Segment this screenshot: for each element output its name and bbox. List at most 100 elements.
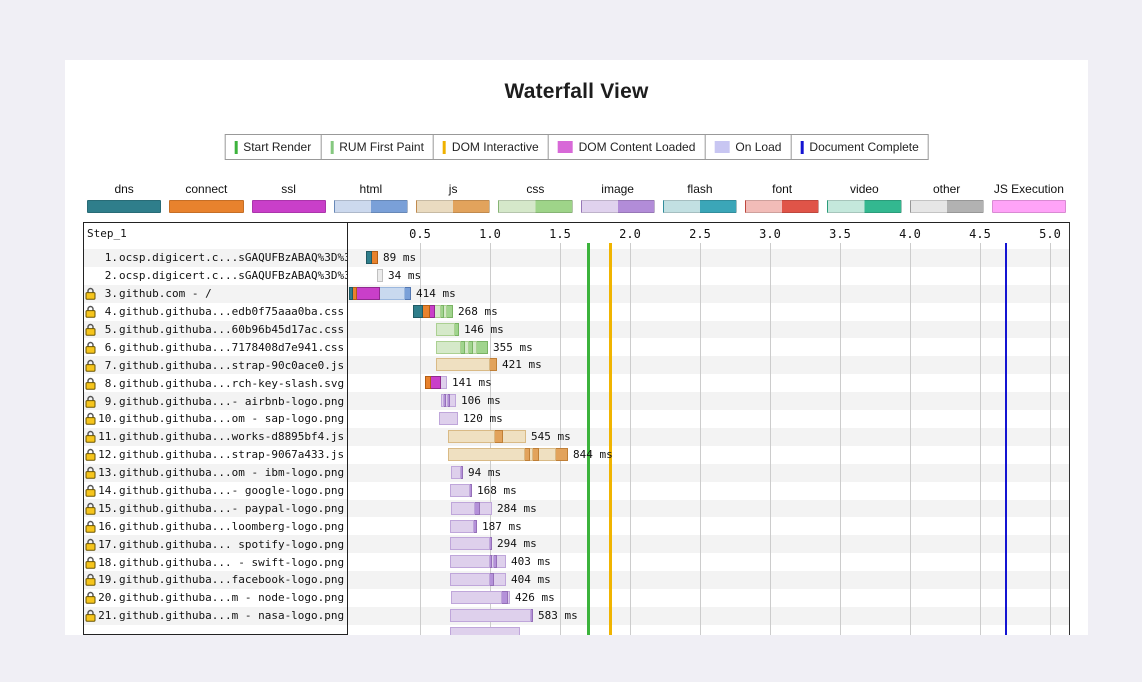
request-bar[interactable] xyxy=(441,394,456,408)
request-bar[interactable] xyxy=(451,465,463,479)
request-list-item[interactable]: 2.ocsp.digicert.c...sGAQUFBzABAQ%3D%3D xyxy=(84,266,347,285)
request-list-item[interactable]: 18.github.githuba... - swift-logo.png xyxy=(84,553,347,572)
request-bar[interactable] xyxy=(425,376,447,390)
chart-row[interactable]: 421 ms xyxy=(348,356,1069,374)
lock-icon xyxy=(84,323,97,336)
step-label: Step_1 xyxy=(87,227,127,240)
request-bar[interactable] xyxy=(450,537,492,551)
request-list-item[interactable]: 20.github.githuba...m - node-logo.png xyxy=(84,588,347,607)
chart-row-stripe xyxy=(348,571,1069,590)
request-time-label: 94 ms xyxy=(468,465,502,479)
request-bar[interactable] xyxy=(450,519,477,533)
request-name: github.githuba...- google-logo.png xyxy=(119,484,345,498)
bar-segment-jsL xyxy=(530,447,533,461)
request-list-item[interactable] xyxy=(84,624,347,634)
request-bar[interactable] xyxy=(451,501,492,515)
request-bar[interactable] xyxy=(450,609,533,622)
chart-row-stripe xyxy=(348,320,1069,339)
chart-row[interactable]: 187 ms xyxy=(348,518,1069,536)
request-bar[interactable] xyxy=(349,286,411,300)
chart-row[interactable]: 168 ms xyxy=(348,482,1069,500)
request-list-item[interactable]: 12.github.githuba...strap-9067a433.js xyxy=(84,445,347,464)
chart-row[interactable]: 34 ms xyxy=(348,267,1069,285)
request-bar[interactable] xyxy=(450,573,506,587)
chart-row[interactable]: 844 ms xyxy=(348,446,1069,464)
request-number: 6. xyxy=(104,340,118,354)
chart-row[interactable]: 355 ms xyxy=(348,339,1069,357)
chart-row[interactable]: 583 ms xyxy=(348,607,1069,625)
chart-row[interactable]: 120 ms xyxy=(348,410,1069,428)
request-list-item[interactable]: 11.github.githuba...works-d8895bf4.js xyxy=(84,427,347,446)
request-time-label: 284 ms xyxy=(497,501,537,515)
request-bar[interactable] xyxy=(436,322,459,336)
request-bar[interactable] xyxy=(377,268,383,282)
chart-row[interactable]: 403 ms xyxy=(348,553,1069,571)
bar-segment-imgD xyxy=(502,591,508,605)
request-bar[interactable] xyxy=(413,304,453,318)
request-bar[interactable] xyxy=(366,251,378,264)
request-bar[interactable] xyxy=(448,447,568,461)
request-list-item[interactable]: 8.github.githuba...rch-key-slash.svg xyxy=(84,374,347,393)
request-bar[interactable] xyxy=(451,591,510,605)
lock-icon xyxy=(84,538,97,551)
lock-icon xyxy=(84,609,97,622)
chart-row[interactable]: 404 ms xyxy=(348,571,1069,589)
request-bar[interactable] xyxy=(436,358,497,372)
request-bar[interactable] xyxy=(436,340,488,354)
request-list-item[interactable]: 6.github.githuba...7178408d7e941.css xyxy=(84,338,347,357)
request-bar[interactable] xyxy=(439,412,458,426)
request-list-item[interactable]: 21.github.githuba...m - nasa-logo.png xyxy=(84,606,347,625)
request-bar[interactable] xyxy=(450,555,506,569)
request-list-item[interactable]: 19.github.githuba...facebook-logo.png xyxy=(84,571,347,589)
request-time-label: 414 ms xyxy=(416,286,456,300)
request-bar[interactable] xyxy=(450,626,520,635)
request-bar[interactable] xyxy=(448,430,526,443)
chart-row[interactable]: 141 ms xyxy=(348,374,1069,392)
chart-row[interactable]: 545 ms xyxy=(348,428,1069,446)
request-list-item[interactable]: 15.github.githuba...- paypal-logo.png xyxy=(84,499,347,518)
connect-swatch-icon xyxy=(169,200,244,213)
chart-row[interactable]: 268 ms xyxy=(348,303,1069,321)
request-list-item[interactable]: 16.github.githuba...loomberg-logo.png xyxy=(84,517,347,536)
chart-row[interactable]: 106 ms xyxy=(348,392,1069,410)
request-list-item[interactable]: 7.github.githuba...strap-90c0ace0.js xyxy=(84,356,347,375)
chart-row[interactable]: 284 ms xyxy=(348,500,1069,518)
lock-icon xyxy=(84,466,97,479)
request-number: 7. xyxy=(104,358,118,372)
request-list-item[interactable]: 4.github.githuba...edb0f75aaa0ba.css xyxy=(84,302,347,321)
request-list-item[interactable]: 17.github.githuba... spotify-logo.png xyxy=(84,535,347,554)
resource-legend-css: css xyxy=(494,182,576,213)
resource-legend-label: ssl xyxy=(281,182,296,196)
lock-icon xyxy=(84,430,97,444)
resource-legend-label: font xyxy=(772,182,793,196)
chart-row[interactable]: 426 ms xyxy=(348,589,1069,607)
bar-segment-imgD xyxy=(490,555,492,569)
request-name: github.githuba...om - sap-logo.png xyxy=(119,412,345,426)
request-list-item[interactable]: 5.github.githuba...60b96b45d17ac.css xyxy=(84,320,347,339)
bar-segment-connect xyxy=(353,286,357,300)
chart-row[interactable] xyxy=(348,625,1069,635)
request-number: 1. xyxy=(104,251,118,265)
chart-row[interactable]: 414 ms xyxy=(348,285,1069,303)
legend-item-rum-first-paint: RUM First Paint xyxy=(320,135,433,159)
request-list-item[interactable]: 9.github.githuba...- airbnb-logo.png xyxy=(84,392,347,411)
request-list-item[interactable]: 13.github.githuba...om - ibm-logo.png xyxy=(84,463,347,482)
request-list-item[interactable]: 3.github.com - / xyxy=(84,284,347,303)
bar-segment-imgL xyxy=(450,519,474,533)
bar-segment-cssD xyxy=(461,340,465,354)
request-time-label: 146 ms xyxy=(464,322,504,336)
request-time-label: 426 ms xyxy=(515,591,555,605)
chart-row[interactable]: 146 ms xyxy=(348,321,1069,339)
request-bar[interactable] xyxy=(450,483,472,497)
document-complete-marker-icon xyxy=(800,140,804,154)
chart-row[interactable]: 294 ms xyxy=(348,535,1069,553)
request-list-item[interactable]: 1.ocsp.digicert.c...sGAQUFBzABAQ%3D%3D xyxy=(84,249,347,267)
request-list-item[interactable]: 14.github.githuba...- google-logo.png xyxy=(84,481,347,500)
request-list-item[interactable]: 10.github.githuba...om - sap-logo.png xyxy=(84,410,347,428)
request-number: 8. xyxy=(104,376,118,390)
chart-row[interactable]: 89 ms xyxy=(348,249,1069,267)
chart-row[interactable]: 94 ms xyxy=(348,464,1069,482)
request-time-label: 545 ms xyxy=(531,430,571,443)
legend-label: RUM First Paint xyxy=(339,140,424,154)
